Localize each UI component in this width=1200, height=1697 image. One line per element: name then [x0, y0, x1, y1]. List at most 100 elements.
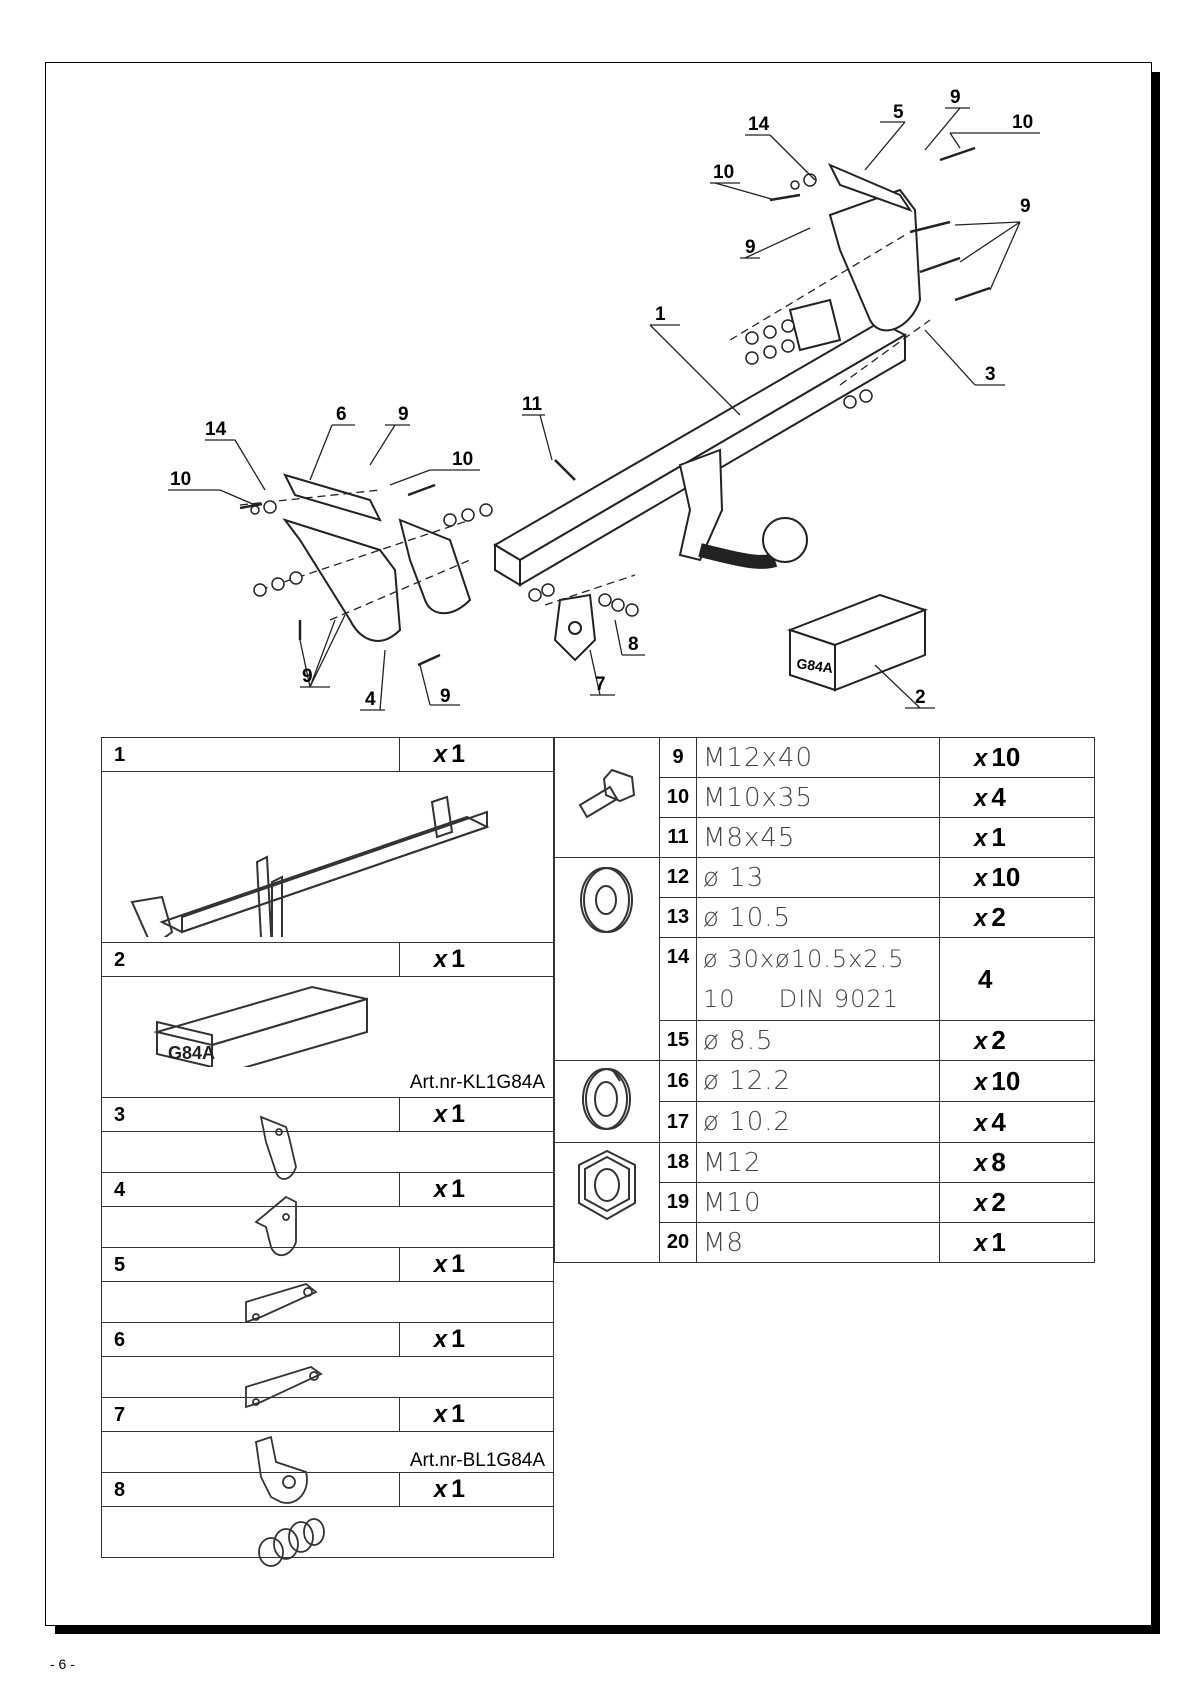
socket-plate-icon — [255, 1435, 308, 1504]
part-num: 12 — [659, 857, 697, 898]
bracket-5 — [827, 163, 913, 212]
callout-5: 5 — [893, 102, 904, 123]
callout-14-left: 14 — [205, 419, 227, 440]
callout-9-right: 9 — [1020, 196, 1031, 217]
part-5-spacer — [101, 1281, 554, 1323]
part-num: 2 — [101, 942, 400, 977]
callout-11: 11 — [522, 394, 543, 415]
bracket-4-icon — [254, 1195, 297, 1256]
part-qty: 4 — [939, 937, 1095, 1021]
part-num: 13 — [659, 897, 697, 938]
bracket-3 — [828, 188, 922, 332]
callout-9-lower: 9 — [302, 666, 313, 687]
callout-1: 1 — [655, 304, 666, 325]
bracket-6-icon — [245, 1366, 323, 1409]
hex-nut-icon — [554, 1142, 660, 1263]
part-spec: ø 10.5 — [696, 897, 940, 938]
callout-9-top: 9 — [950, 87, 961, 108]
callout-14-top: 14 — [748, 114, 770, 135]
part-num: 20 — [659, 1222, 697, 1263]
drop-plate — [678, 448, 724, 562]
part-num: 16 — [659, 1060, 697, 1102]
part-2-image: G84A Art.nr-KL1G84A — [101, 976, 554, 1098]
callout-2: 2 — [915, 687, 926, 708]
spring-icon — [258, 1518, 325, 1567]
part-num: 17 — [659, 1101, 697, 1143]
callout-10-top-left: 10 — [713, 162, 734, 183]
callout-9-upper: 9 — [745, 237, 756, 258]
part-spec: ø 13 — [696, 857, 940, 898]
part-num: 1 — [101, 737, 400, 772]
callout-8: 8 — [628, 634, 639, 655]
part-spec: M10x35 — [696, 777, 940, 818]
part-num: 10 — [659, 777, 697, 818]
part-spec-line2: 10 DIN 9021 — [703, 985, 899, 1013]
part-num: 9 — [659, 737, 697, 778]
bracket-3-icon — [259, 1115, 297, 1180]
part-num: 5 — [101, 1247, 400, 1282]
svg-text:G84A: G84A — [168, 1043, 215, 1063]
washer-icon — [554, 857, 660, 1061]
ball-neck — [698, 543, 778, 569]
part-num: 8 — [101, 1472, 400, 1507]
callout-7: 7 — [595, 674, 606, 695]
part-8-spacer — [101, 1506, 554, 1558]
bracket-6 — [283, 473, 382, 522]
part-spec: ø 12.2 — [696, 1060, 940, 1102]
frame-shadow-right — [1152, 72, 1160, 1634]
part-num: 15 — [659, 1020, 697, 1061]
article-number: Art.nr-KL1G84A — [409, 1072, 545, 1093]
part-spec: M12x40 — [696, 737, 940, 778]
part-spec-line1: ø 30xø10.5x2.5 — [703, 945, 905, 973]
callout-4: 4 — [365, 689, 376, 710]
callout-9-left: 9 — [398, 404, 409, 425]
callout-10-left: 10 — [170, 469, 191, 490]
part-spec: ø 10.2 — [696, 1101, 940, 1143]
left-part-icons — [245, 1115, 325, 1567]
callout-3: 3 — [985, 364, 996, 385]
bolt-icon — [554, 737, 660, 858]
part-spec: M8x45 — [696, 817, 940, 858]
part-spec: M12 — [696, 1142, 940, 1183]
part-num: 19 — [659, 1182, 697, 1223]
bracket-4 — [282, 518, 402, 642]
callout-10-top-right: 10 — [1012, 112, 1033, 133]
part-spec: ø 8.5 — [696, 1020, 940, 1061]
part-num: 14 — [659, 937, 697, 1021]
part-3-spacer — [101, 1131, 554, 1173]
part-spec: ø 30xø10.5x2.5 10 DIN 9021 — [696, 937, 940, 1021]
article-number: Art.nr-BL1G84A — [409, 1450, 545, 1471]
tow-ball — [762, 517, 808, 563]
spring-washer-icon — [554, 1060, 660, 1143]
part-1-image — [101, 771, 554, 959]
bracket-5-icon — [245, 1283, 318, 1324]
box-label: G84A — [796, 655, 834, 676]
part-spec: M10 — [696, 1182, 940, 1223]
callout-6: 6 — [336, 404, 347, 425]
part-spec: M8 — [696, 1222, 940, 1263]
part-num: 18 — [659, 1142, 697, 1183]
page-frame — [45, 62, 1152, 1626]
socket-plate-7 — [553, 593, 597, 662]
